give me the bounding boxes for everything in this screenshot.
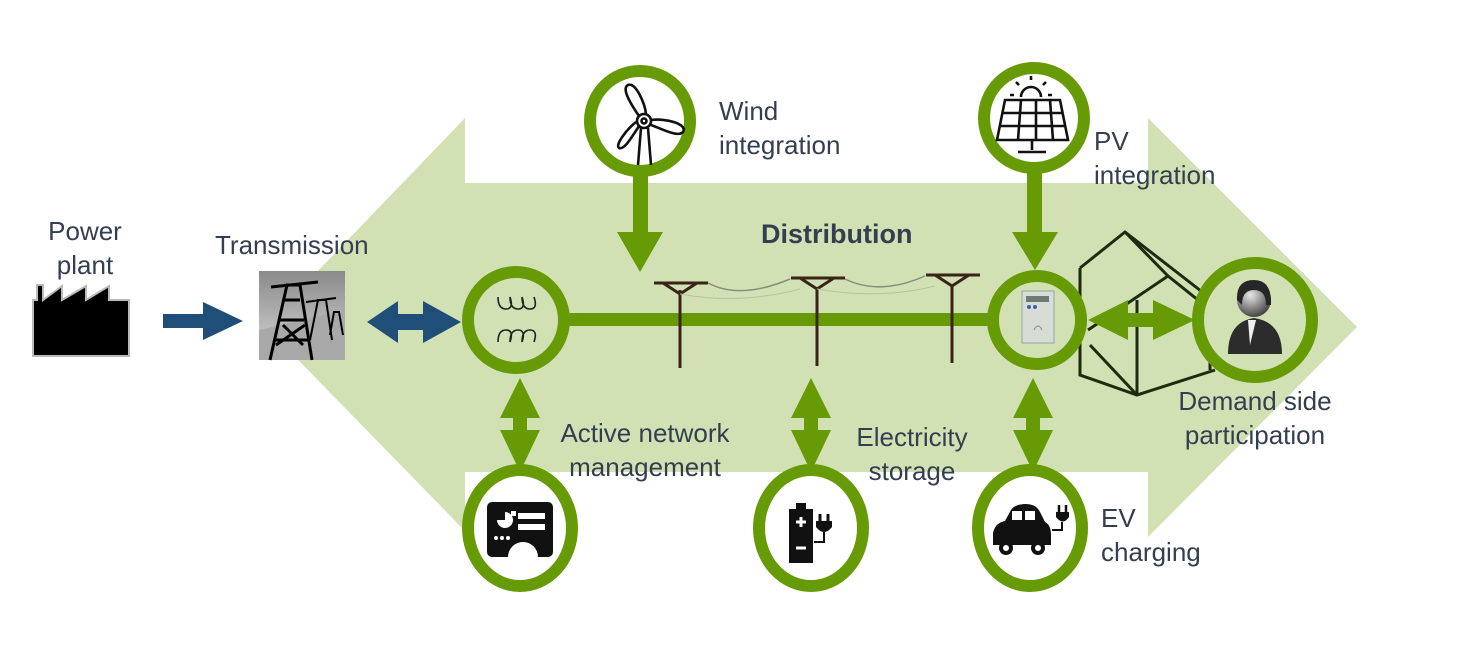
arrow-ev-bidirectional <box>1013 378 1053 472</box>
arrow-anm-bidirectional <box>500 378 540 472</box>
power-plant-label-line1: Power <box>48 216 122 246</box>
arrow-power-to-transmission <box>163 302 243 340</box>
smart-meter-icon <box>1021 290 1055 344</box>
wind-label: Wind integration <box>719 94 840 162</box>
demand-label: Demand side participation <box>1150 384 1360 452</box>
pv-label: PV integration <box>1094 124 1215 192</box>
factory-icon <box>32 284 130 357</box>
wind-node <box>584 65 696 177</box>
arrow-meter-demand-bidirectional <box>1088 300 1195 340</box>
distribution-line <box>560 313 1020 326</box>
storage-label: Electricity storage <box>842 420 982 488</box>
wind-label-line2: integration <box>719 130 841 160</box>
demand-label-line1: Demand side <box>1178 386 1332 416</box>
distribution-title: Distribution <box>761 219 913 249</box>
transformer-coil-icon <box>497 296 537 343</box>
arrow-transmission-transformer <box>367 301 461 343</box>
power-plant-label: Power plant <box>30 214 140 282</box>
pv-node <box>978 62 1090 174</box>
transmission-tower-icon <box>259 271 345 361</box>
anm-label-line1: Active network <box>560 418 730 448</box>
ev-label-line2: charging <box>1101 537 1201 567</box>
arrow-pv-down <box>1012 172 1058 270</box>
transformer-node <box>462 266 570 374</box>
wind-turbine-icon <box>616 83 685 166</box>
transmission-label: Transmission <box>215 230 369 260</box>
anm-label: Active network management <box>540 416 750 484</box>
user-icon <box>1228 280 1282 354</box>
pv-label-line1: PV <box>1094 126 1129 156</box>
pv-label-line2: integration <box>1094 160 1216 190</box>
electric-car-icon <box>993 504 1069 555</box>
connector-arrows <box>500 172 1195 472</box>
storage-label-line1: Electricity <box>856 422 968 452</box>
control-panel-icon <box>487 502 553 557</box>
wind-label-line1: Wind <box>719 96 779 126</box>
storage-label-line2: storage <box>868 456 956 486</box>
utility-pole <box>926 273 980 363</box>
ev-label-line1: EV <box>1101 503 1136 533</box>
ev-label: EV charging <box>1101 501 1201 569</box>
power-plant-label-line2: plant <box>56 250 114 280</box>
battery-plug-icon <box>789 503 832 563</box>
demand-label-line2: participation <box>1184 420 1326 450</box>
arrow-storage-bidirectional <box>791 378 831 472</box>
arrow-wind-down <box>617 175 663 272</box>
solar-panel-icon <box>995 76 1070 154</box>
utility-poles <box>654 273 980 368</box>
anm-label-line2: management <box>569 452 721 482</box>
